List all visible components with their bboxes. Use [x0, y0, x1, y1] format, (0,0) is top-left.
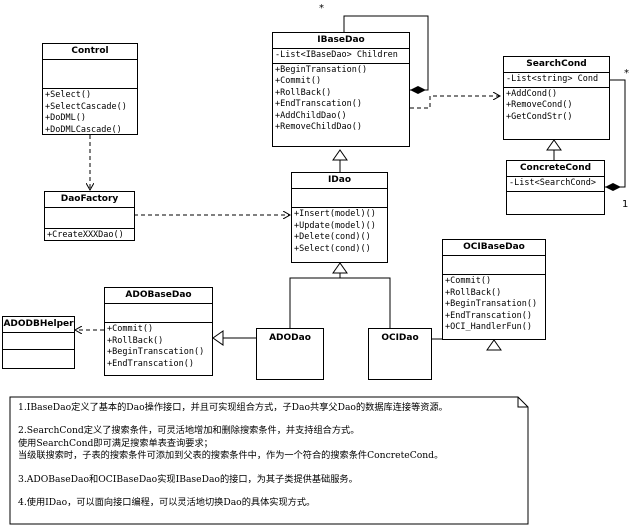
- class-daofactory[interactable]: DaoFactory +CreateXXXDao(): [44, 191, 135, 241]
- class-name: OCIDao: [381, 333, 419, 343]
- idao-generalization-triangle: [332, 149, 348, 161]
- operation: +SelectCascade(): [45, 101, 127, 112]
- attributes-section: [292, 189, 387, 208]
- operation: +Commit(): [107, 324, 154, 334]
- operations-section: [3, 350, 74, 366]
- operations-section: +BeginTransation() +Commit() +RollBack()…: [273, 64, 409, 135]
- note-line: 1.IBaseDao定义了基本的Dao操作接口，并且可实现组合方式，子Dao共享…: [18, 402, 448, 413]
- notes-text: 1.IBaseDao定义了基本的Dao操作接口，并且可实现组合方式，子Dao共享…: [18, 402, 518, 509]
- class-name: ADOBaseDao: [105, 288, 212, 304]
- class-name: SearchCond: [504, 57, 609, 73]
- operations-section: +Commit() +RollBack() +BeginTranscation(…: [105, 323, 212, 371]
- operation: +Delete(cond)(): [294, 232, 371, 242]
- operation: +CreateXXXDao(): [47, 230, 124, 240]
- attributes-section: -List<string> Cond: [504, 73, 609, 88]
- operation: +GetCondStr(): [506, 111, 573, 122]
- adobasedao-inherit-triangle: [212, 330, 224, 346]
- operations-section: +AddCond() +RemoveCond() +GetCondStr(): [504, 88, 609, 125]
- operation: +Update(model)(): [294, 220, 376, 231]
- ibasedao-composition-diamond: [410, 86, 426, 94]
- class-adodbhelper[interactable]: ADODBHelper: [2, 316, 75, 369]
- attributes-section: -List<IBaseDao> Children: [273, 49, 409, 64]
- operation: +BeginTransation(): [445, 299, 538, 309]
- operations-section: [507, 192, 604, 208]
- note-line: 当级联搜索时，子表的搜索条件可添加到父表的搜索条件中，作为一个符合的搜索条件Co…: [18, 450, 444, 462]
- operation: +RemoveChildDao(): [275, 122, 362, 132]
- operations-section: +Commit() +RollBack() +BeginTransation()…: [443, 275, 545, 335]
- class-name: DaoFactory: [45, 192, 134, 208]
- class-name: ADODBHelper: [3, 317, 74, 333]
- class-adobasedao[interactable]: ADOBaseDao +Commit() +RollBack() +BeginT…: [104, 287, 213, 376]
- operation: +EndTranscation(): [445, 310, 532, 321]
- operation: +DoDMLCascade(): [45, 124, 122, 135]
- note-line: 使用SearchCond即可满足搜索单表查询要求；: [18, 437, 213, 449]
- operation: +RemoveCond(): [506, 100, 573, 110]
- note-line: 4.使用IDao，可以面向接口编程，可以灵活地切换Dao的具体实现方式。: [18, 497, 316, 509]
- multiplicity-label: *: [624, 68, 629, 79]
- class-ocidao[interactable]: OCIDao: [368, 328, 432, 380]
- class-name: OCIBaseDao: [443, 240, 545, 256]
- operation: +DoDML(): [45, 113, 86, 123]
- class-adodao[interactable]: ADODao: [256, 328, 324, 380]
- operation: +BeginTranscation(): [107, 347, 205, 357]
- operation: +Commit(): [445, 276, 492, 286]
- class-name: IBaseDao: [273, 33, 409, 49]
- multiplicity-label: *: [319, 3, 324, 14]
- class-name: ADODao: [269, 333, 311, 343]
- operation: +Insert(model)(): [294, 209, 376, 219]
- operation: +OCI_HandlerFun(): [445, 322, 532, 332]
- operation: +EndTranscation(): [275, 99, 362, 109]
- class-name: ConcreteCond: [507, 161, 604, 177]
- attribute: -List<string> Cond: [506, 74, 599, 84]
- operation: +Select(): [45, 90, 92, 100]
- operation: +AddChildDao(): [275, 110, 347, 121]
- attributes-section: [443, 256, 545, 275]
- operation: +RollBack(): [445, 287, 502, 298]
- class-searchcond[interactable]: SearchCond -List<string> Cond +AddCond()…: [503, 56, 610, 140]
- attributes-section: -List<SearchCond>: [507, 177, 604, 192]
- operations-section: +Insert(model)() +Update(model)() +Delet…: [292, 208, 387, 256]
- ibasedao-searchcond-dependency: [410, 96, 500, 109]
- attributes-section: [43, 60, 137, 89]
- operations-section: +CreateXXXDao(): [45, 229, 134, 243]
- attributes-section: [45, 208, 134, 229]
- operation: +RollBack(): [107, 335, 164, 346]
- class-ocibasedao[interactable]: OCIBaseDao +Commit() +RollBack() +BeginT…: [442, 239, 546, 340]
- class-control[interactable]: Control +Select() +SelectCascade() +DoDM…: [42, 43, 138, 135]
- operation: +Commit(): [275, 76, 322, 86]
- class-name: IDao: [292, 173, 387, 189]
- multiplicity-label: 1: [622, 199, 629, 210]
- operation: +Select(cond)(): [294, 243, 371, 254]
- ocibasedao-inherit-triangle: [486, 339, 502, 351]
- class-concretecond[interactable]: ConcreteCond -List<SearchCond>: [506, 160, 605, 215]
- operation: +AddCond(): [506, 88, 558, 99]
- attribute: -List<IBaseDao> Children: [275, 50, 398, 60]
- idao-inherit-triangle: [332, 262, 348, 274]
- concretecond-composition-diamond: [605, 183, 621, 191]
- attributes-section: [105, 304, 212, 323]
- notes-box-outline: [9, 396, 529, 525]
- attribute: -List<SearchCond>: [509, 178, 596, 188]
- operation: +EndTranscation(): [107, 358, 194, 369]
- subdao-idao-generalization: [289, 277, 391, 328]
- operation: +RollBack(): [275, 87, 332, 98]
- operations-section: +Select() +SelectCascade() +DoDML() +DoD…: [43, 89, 137, 137]
- operation: +BeginTransation(): [275, 64, 368, 75]
- class-name: Control: [43, 44, 137, 60]
- class-idao[interactable]: IDao +Insert(model)() +Update(model)() +…: [291, 172, 388, 263]
- class-ibasedao[interactable]: IBaseDao -List<IBaseDao> Children +Begin…: [272, 32, 410, 147]
- note-line: 3.ADOBaseDao和OCIBaseDao实现IBaseDao的接口，为其子…: [18, 473, 358, 485]
- concretecond-generalization-triangle: [546, 139, 562, 151]
- note-line: 2.SearchCond定义了搜索条件，可灵活地增加和删除搜索条件，并支持组合方…: [18, 425, 360, 437]
- attributes-section: [3, 333, 74, 350]
